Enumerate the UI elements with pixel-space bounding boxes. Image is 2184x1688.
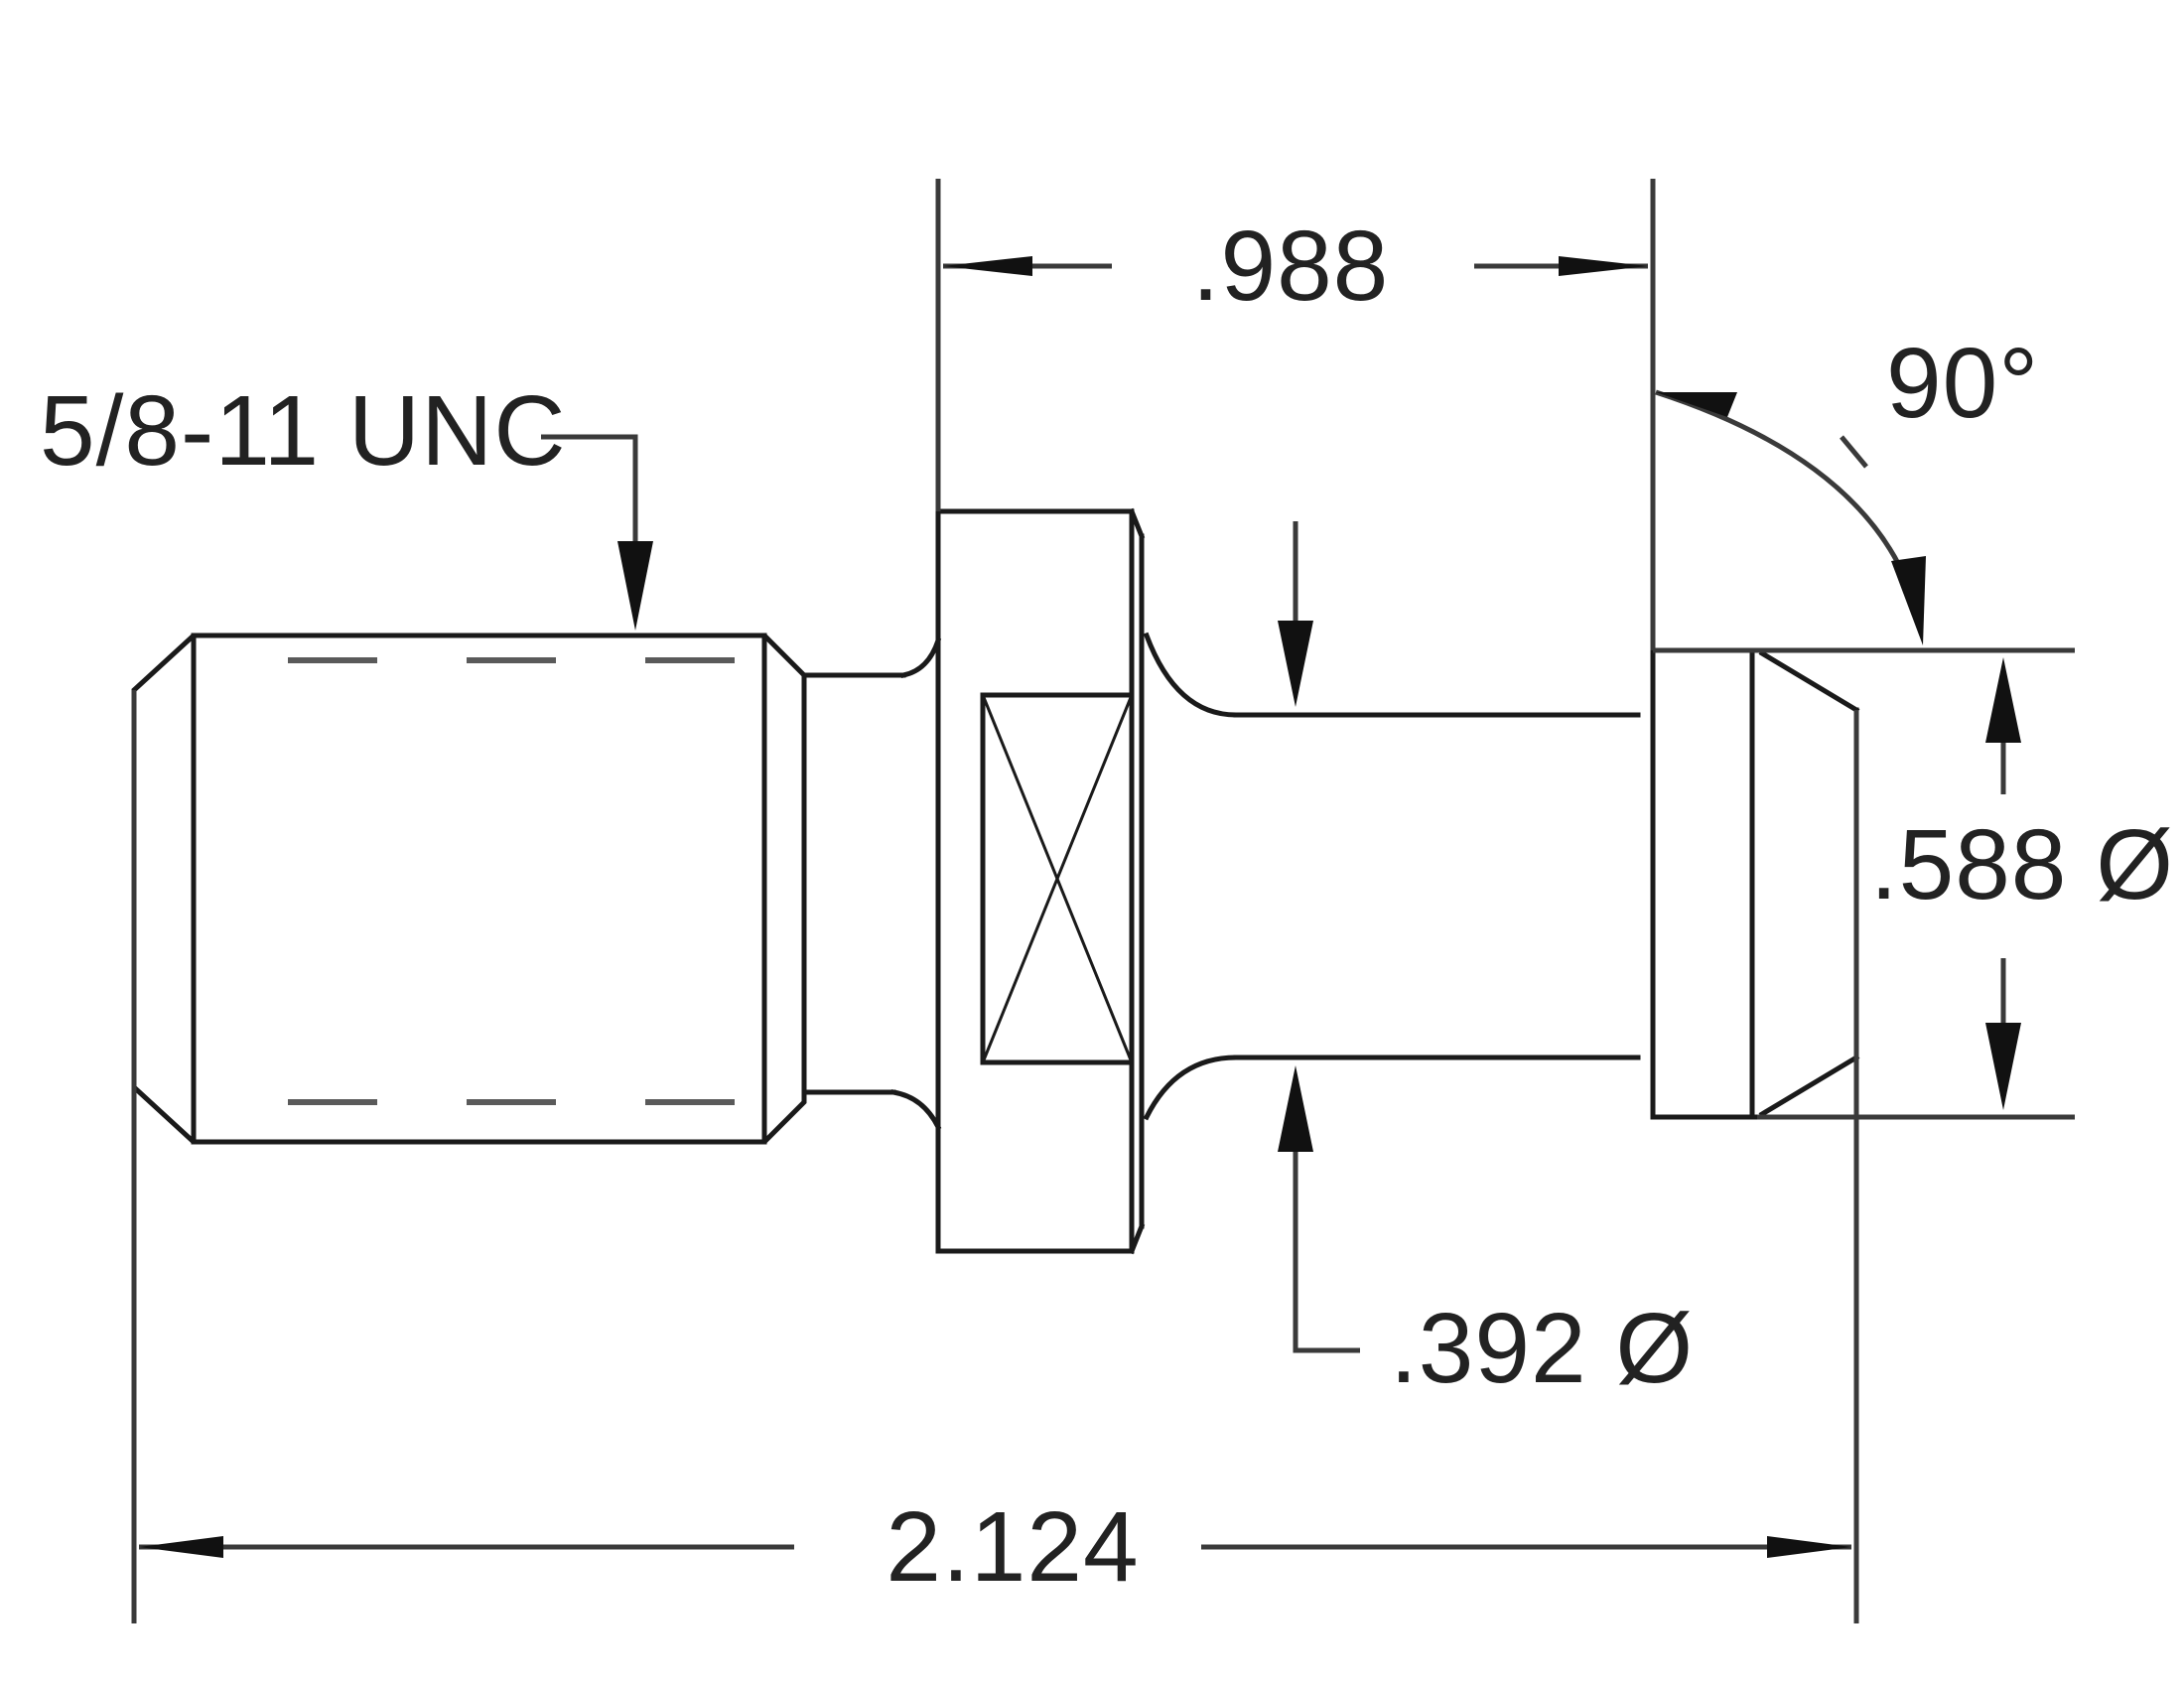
arrow-down-icon — [1985, 1023, 2021, 1110]
arrow-right-icon — [1559, 256, 1648, 276]
arrow-down-icon — [1891, 556, 1926, 645]
arrow-down-icon — [1278, 621, 1313, 707]
dim-label-392: .392 Ø — [1390, 1293, 1694, 1404]
neck — [1143, 632, 1641, 1121]
thread-callout-label: 5/8-11 UNC — [40, 375, 567, 487]
arrow-left-icon — [1656, 392, 1737, 417]
arrow-up-icon — [1985, 657, 2021, 743]
dimensions: .988 2.124 5/8-11 UNC .392 Ø — [40, 179, 2174, 1623]
dimension-angle-90: 90° — [1655, 328, 2039, 645]
arrow-left-icon — [943, 256, 1032, 276]
dim-label-988: .988 — [1192, 211, 1390, 322]
dim-label-2124: 2.124 — [886, 1491, 1139, 1603]
arrow-right-icon — [1767, 1536, 1851, 1558]
part-outline — [131, 507, 1860, 1255]
dim-label-90: 90° — [1886, 328, 2039, 439]
dimension-2124: 2.124 — [139, 1491, 1851, 1603]
arrow-left-icon — [139, 1536, 223, 1558]
arrow-up-icon — [1278, 1065, 1313, 1152]
dimension-988: .988 — [943, 211, 1648, 322]
shank-relief — [801, 636, 942, 1131]
dim-label-588: .588 Ø — [1870, 809, 2174, 920]
dimension-588: .588 Ø — [1870, 657, 2174, 1110]
arrow-down-icon — [617, 541, 653, 631]
dimension-392: .392 Ø — [1278, 521, 1694, 1404]
wrench-flats — [980, 692, 1135, 1065]
thread-callout: 5/8-11 UNC — [40, 375, 653, 631]
collar — [935, 507, 1146, 1255]
threaded-shank — [131, 633, 807, 1145]
head — [1650, 647, 1860, 1120]
